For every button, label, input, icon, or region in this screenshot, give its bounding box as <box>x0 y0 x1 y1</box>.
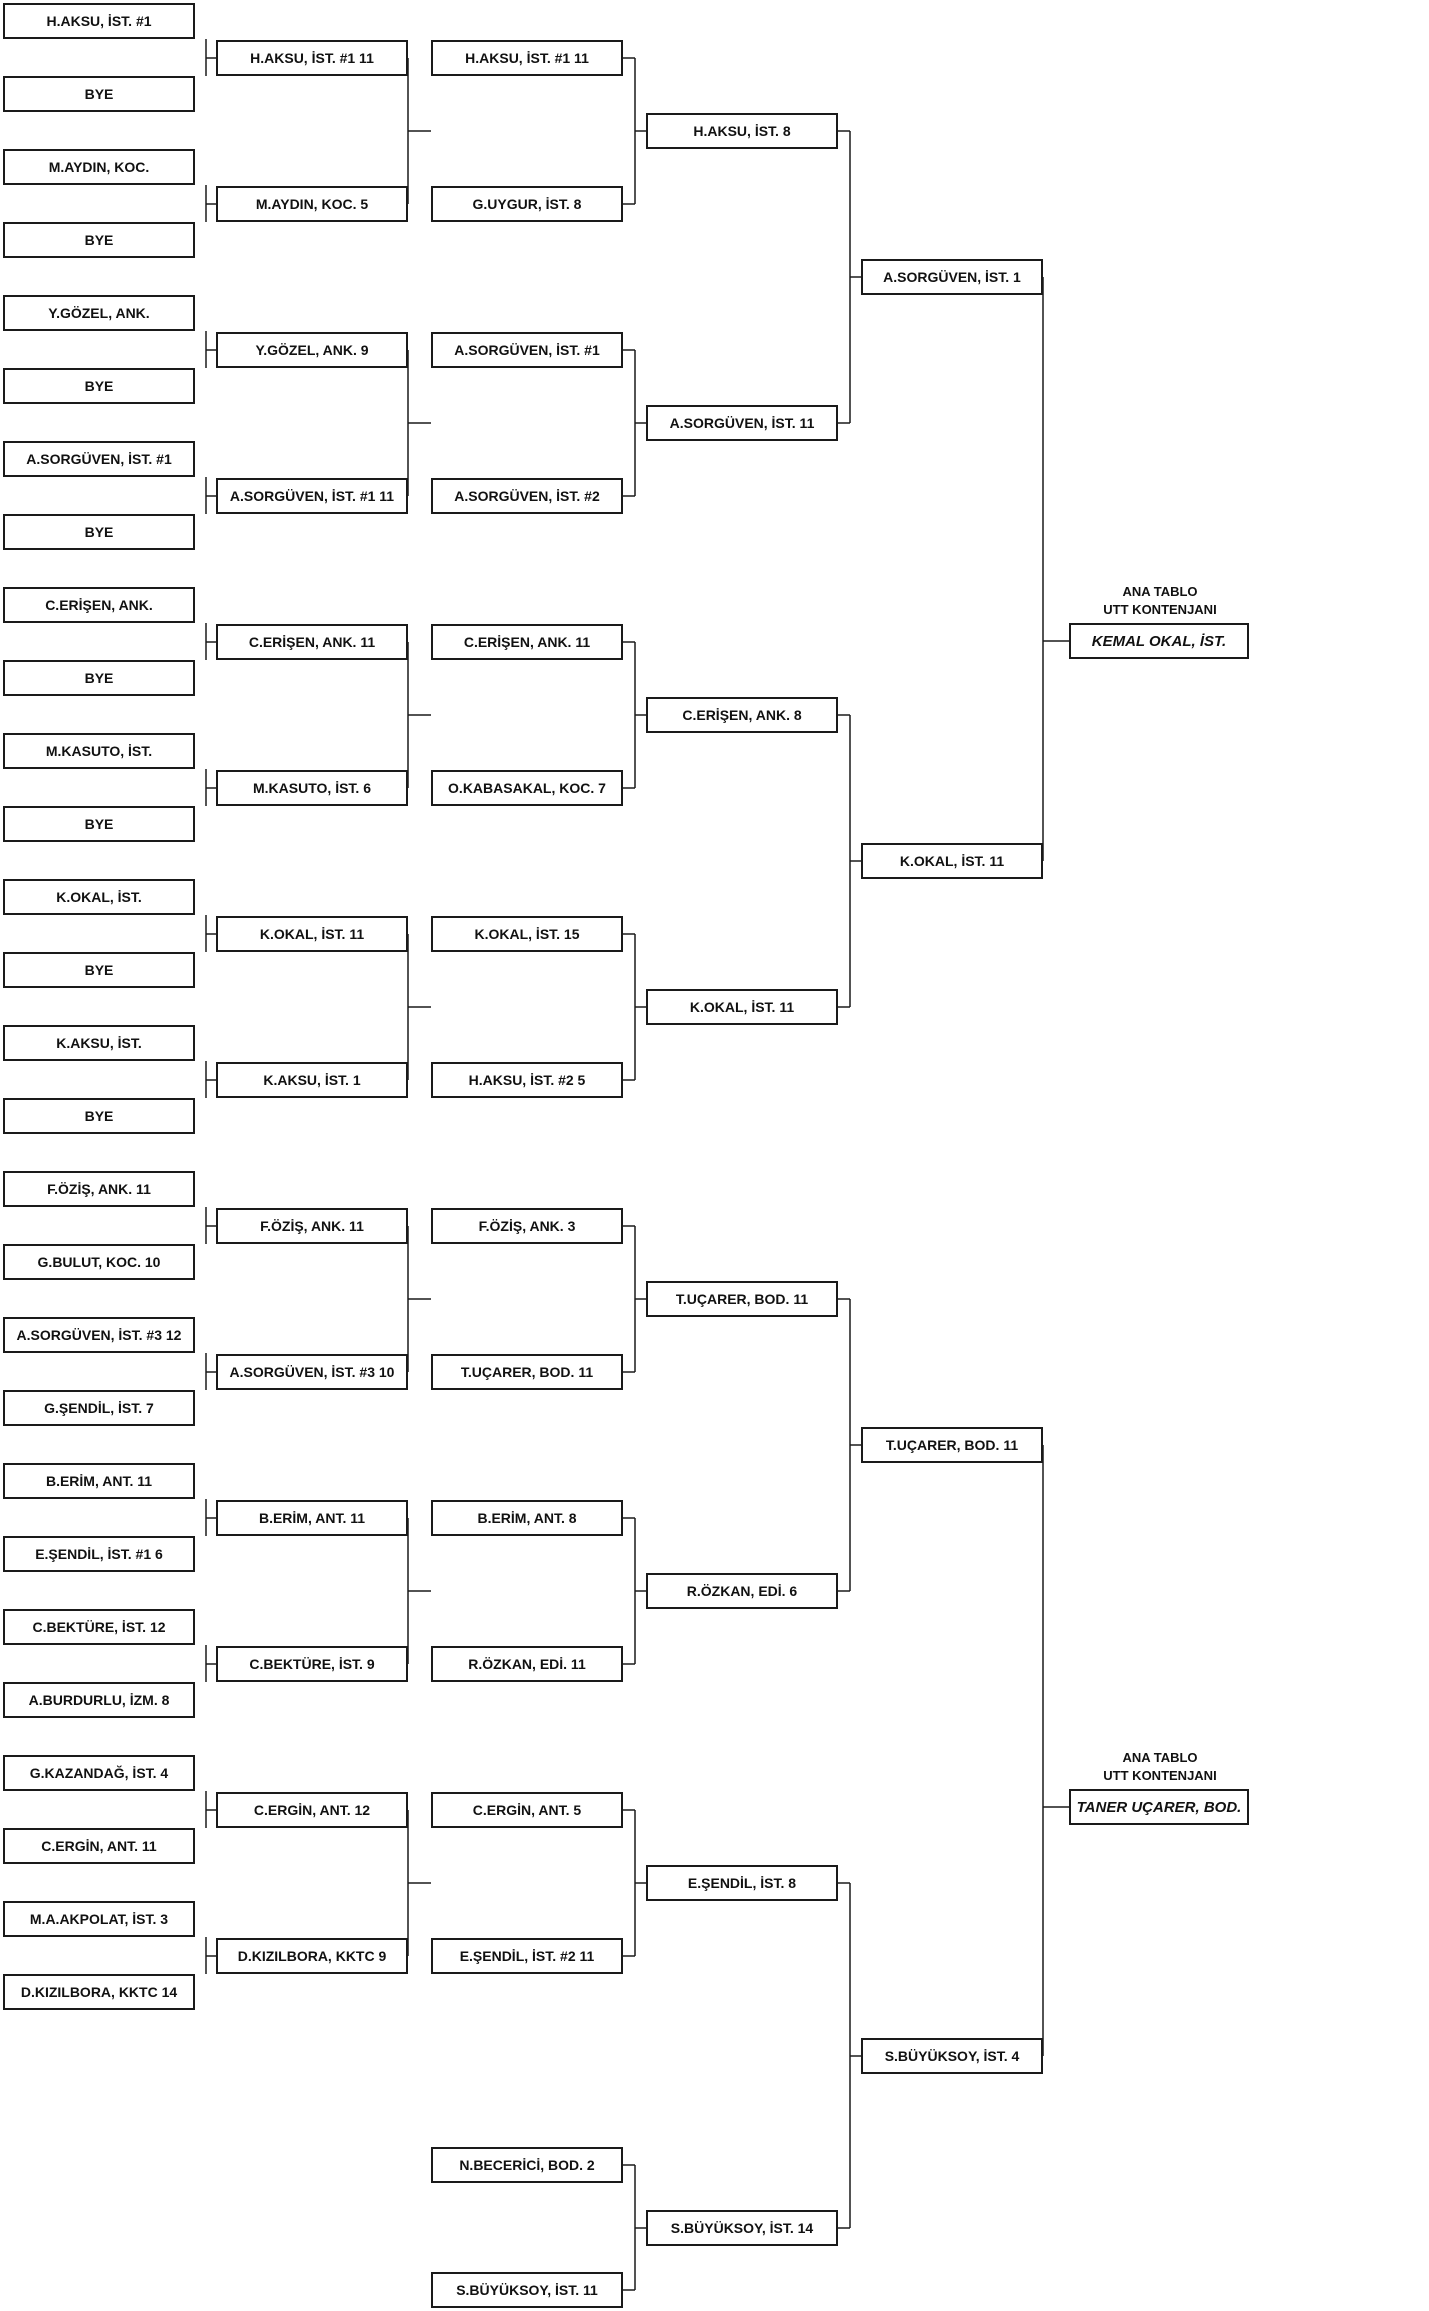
round-3-player-box: C.ERGİN, ANT. 5 <box>431 1792 623 1828</box>
round-3-player-box: G.UYGUR, İST. 8 <box>431 186 623 222</box>
round-3-player-box: O.KABASAKAL, KOC. 7 <box>431 770 623 806</box>
round-2-player-box: H.AKSU, İST. #1 11 <box>216 40 408 76</box>
round-1-player-box: C.BEKTÜRE, İST. 12 <box>3 1609 195 1645</box>
round-1-player-box: G.ŞENDİL, İST. 7 <box>3 1390 195 1426</box>
round-1-player-box: A.BURDURLU, İZM. 8 <box>3 1682 195 1718</box>
round-2-player-box: K.AKSU, İST. 1 <box>216 1062 408 1098</box>
round-1-player-box: C.ERGİN, ANT. 11 <box>3 1828 195 1864</box>
round-4-player-box: C.ERİŞEN, ANK. 8 <box>646 697 838 733</box>
round-3-player-box: N.BECERİCİ, BOD. 2 <box>431 2147 623 2183</box>
round-2-player-box: D.KIZILBORA, KKTC 9 <box>216 1938 408 1974</box>
round-4-player-box: S.BÜYÜKSOY, İST. 14 <box>646 2210 838 2246</box>
round-3-player-box: K.OKAL, İST. 15 <box>431 916 623 952</box>
round-3-player-box: R.ÖZKAN, EDİ. 11 <box>431 1646 623 1682</box>
round-5-player-box: S.BÜYÜKSOY, İST. 4 <box>861 2038 1043 2074</box>
round-1-player-box: BYE <box>3 514 195 550</box>
round-3-player-box: A.SORGÜVEN, İST. #2 <box>431 478 623 514</box>
round-1-player-box: B.ERİM, ANT. 11 <box>3 1463 195 1499</box>
round-1-player-box: M.KASUTO, İST. <box>3 733 195 769</box>
qualifier-caption-line1: ANA TABLO <box>1122 584 1198 599</box>
qualifier-caption-line2: UTT KONTENJANI <box>1103 1768 1217 1783</box>
round-3-player-box: C.ERİŞEN, ANK. 11 <box>431 624 623 660</box>
round-2-player-box: C.BEKTÜRE, İST. 9 <box>216 1646 408 1682</box>
qualifier-caption-line1: ANA TABLO <box>1122 1750 1198 1765</box>
round-3-player-box: H.AKSU, İST. #2 5 <box>431 1062 623 1098</box>
round-1-player-box: BYE <box>3 952 195 988</box>
round-1-player-box: F.ÖZİŞ, ANK. 11 <box>3 1171 195 1207</box>
round-3-player-box: T.UÇARER, BOD. 11 <box>431 1354 623 1390</box>
round-5-player-box: T.UÇARER, BOD. 11 <box>861 1427 1043 1463</box>
round-4-player-box: T.UÇARER, BOD. 11 <box>646 1281 838 1317</box>
round-2-player-box: K.OKAL, İST. 11 <box>216 916 408 952</box>
round-1-player-box: M.A.AKPOLAT, İST. 3 <box>3 1901 195 1937</box>
round-3-player-box: A.SORGÜVEN, İST. #1 <box>431 332 623 368</box>
round-1-player-box: A.SORGÜVEN, İST. #3 12 <box>3 1317 195 1353</box>
round-3-player-box: B.ERİM, ANT. 8 <box>431 1500 623 1536</box>
qualifier-box-top: KEMAL OKAL, İST. <box>1069 623 1249 659</box>
round-1-player-box: Y.GÖZEL, ANK. <box>3 295 195 331</box>
round-1-player-box: D.KIZILBORA, KKTC 14 <box>3 1974 195 2010</box>
round-1-player-box: M.AYDIN, KOC. <box>3 149 195 185</box>
round-1-player-box: BYE <box>3 1098 195 1134</box>
round-4-player-box: E.ŞENDİL, İST. 8 <box>646 1865 838 1901</box>
round-2-player-box: F.ÖZİŞ, ANK. 11 <box>216 1208 408 1244</box>
qualifier-caption-top: ANA TABLO UTT KONTENJANI <box>1070 583 1250 619</box>
round-2-player-box: M.KASUTO, İST. 6 <box>216 770 408 806</box>
round-2-player-box: A.SORGÜVEN, İST. #1 11 <box>216 478 408 514</box>
round-1-player-box: C.ERİŞEN, ANK. <box>3 587 195 623</box>
round-3-player-box: H.AKSU, İST. #1 11 <box>431 40 623 76</box>
round-5-player-box: A.SORGÜVEN, İST. 1 <box>861 259 1043 295</box>
round-1-player-box: K.AKSU, İST. <box>3 1025 195 1061</box>
round-1-player-box: G.BULUT, KOC. 10 <box>3 1244 195 1280</box>
round-4-player-box: K.OKAL, İST. 11 <box>646 989 838 1025</box>
round-2-player-box: B.ERİM, ANT. 11 <box>216 1500 408 1536</box>
round-3-player-box: E.ŞENDİL, İST. #2 11 <box>431 1938 623 1974</box>
round-1-player-box: E.ŞENDİL, İST. #1 6 <box>3 1536 195 1572</box>
round-1-player-box: G.KAZANDAĞ, İST. 4 <box>3 1755 195 1791</box>
round-4-player-box: R.ÖZKAN, EDİ. 6 <box>646 1573 838 1609</box>
round-1-player-box: K.OKAL, İST. <box>3 879 195 915</box>
qualifier-caption-line2: UTT KONTENJANI <box>1103 602 1217 617</box>
round-4-player-box: A.SORGÜVEN, İST. 11 <box>646 405 838 441</box>
round-2-player-box: A.SORGÜVEN, İST. #3 10 <box>216 1354 408 1390</box>
round-4-player-box: H.AKSU, İST. 8 <box>646 113 838 149</box>
round-3-player-box: F.ÖZİŞ, ANK. 3 <box>431 1208 623 1244</box>
round-1-player-box: H.AKSU, İST. #1 <box>3 3 195 39</box>
qualifier-caption-bottom: ANA TABLO UTT KONTENJANI <box>1070 1749 1250 1785</box>
qualifier-box-bottom: TANER UÇARER, BOD. <box>1069 1789 1249 1825</box>
round-2-player-box: C.ERGİN, ANT. 12 <box>216 1792 408 1828</box>
round-1-player-box: BYE <box>3 222 195 258</box>
round-2-player-box: C.ERİŞEN, ANK. 11 <box>216 624 408 660</box>
round-1-player-box: BYE <box>3 660 195 696</box>
round-2-player-box: Y.GÖZEL, ANK. 9 <box>216 332 408 368</box>
round-3-player-box: S.BÜYÜKSOY, İST. 11 <box>431 2272 623 2308</box>
round-5-player-box: K.OKAL, İST. 11 <box>861 843 1043 879</box>
round-1-player-box: BYE <box>3 76 195 112</box>
round-1-player-box: BYE <box>3 806 195 842</box>
round-1-player-box: BYE <box>3 368 195 404</box>
round-2-player-box: M.AYDIN, KOC. 5 <box>216 186 408 222</box>
round-1-player-box: A.SORGÜVEN, İST. #1 <box>3 441 195 477</box>
